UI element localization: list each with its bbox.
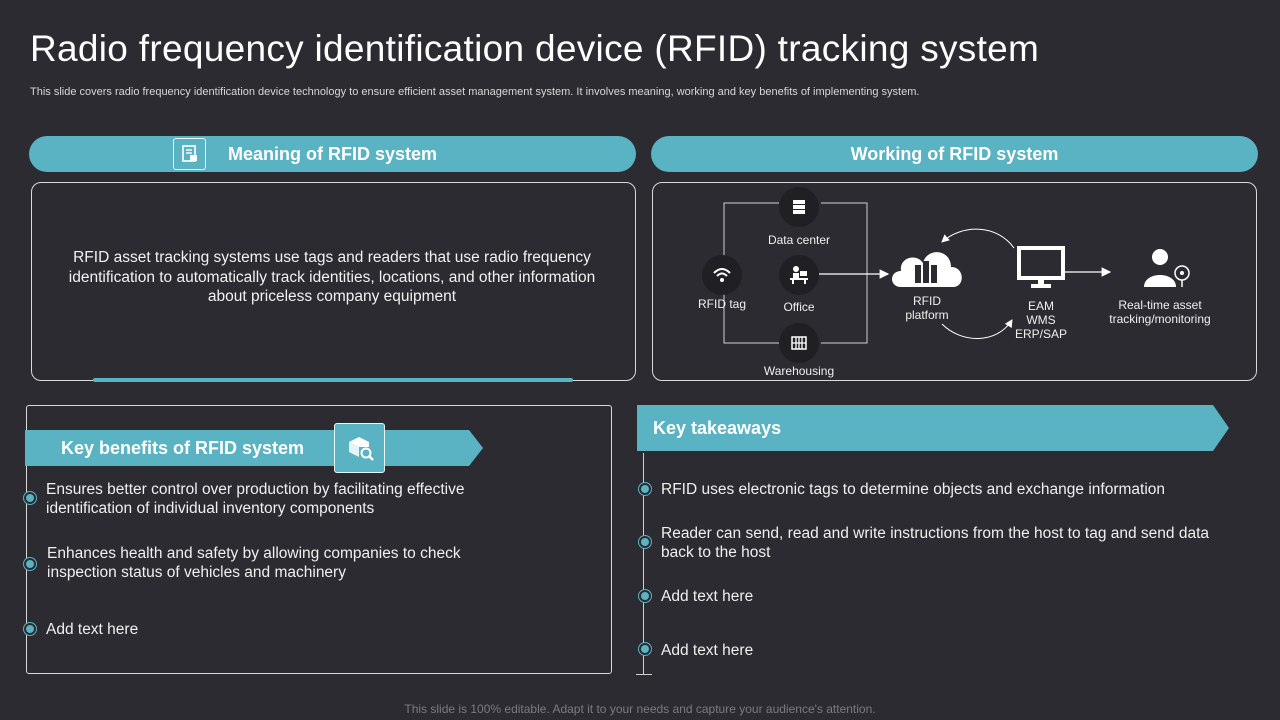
document-icon <box>173 138 206 170</box>
connector-right <box>821 202 868 344</box>
footer-note: This slide is 100% editable. Adapt it to… <box>404 702 876 716</box>
takeaway-item: Add text here <box>661 642 754 659</box>
arrow-curve-bottom <box>941 319 1013 339</box>
bullet-dot <box>639 590 651 602</box>
label-office: Office <box>783 300 815 314</box>
label-warehousing: Warehousing <box>763 364 835 378</box>
takeaways-timeline <box>643 453 644 675</box>
bullet-dot <box>639 483 651 495</box>
cloud-server-icon <box>887 241 967 291</box>
takeaways-banner <box>637 405 1229 451</box>
meaning-heading: Meaning of RFID system <box>227 143 438 164</box>
label-eam-line2: WMS <box>1026 313 1056 327</box>
benefit-item: Ensures better control over production b… <box>46 481 465 517</box>
benefit-item: Enhances health and safety by allowing c… <box>47 545 461 581</box>
label-eam-line1: EAM <box>1027 299 1054 313</box>
label-eam: EAM WMS ERP/SAP <box>991 299 1091 341</box>
label-realtime-line1: Real-time asset <box>1118 298 1202 312</box>
office-desk-icon <box>779 255 819 295</box>
meaning-header: Meaning of RFID system <box>29 136 636 172</box>
wifi-icon <box>702 255 742 295</box>
benefits-heading: Key benefits of RFID system <box>61 438 305 458</box>
takeaway-item: Reader can send, read and write instruct… <box>661 525 1209 561</box>
accent-underline <box>93 378 573 382</box>
label-eam-line3: ERP/SAP <box>1014 327 1068 341</box>
bullet-dot <box>24 558 36 570</box>
person-location-icon <box>1142 247 1194 291</box>
benefit-item: Add text here <box>46 621 139 638</box>
page-title: Radio frequency identification device (R… <box>30 28 1040 69</box>
timeline-end <box>636 674 652 675</box>
package-search-icon <box>334 423 385 473</box>
benefits-panel <box>26 405 612 674</box>
label-rfid-platform-line1: RFID <box>913 294 941 308</box>
bullet-dot <box>639 643 651 655</box>
arrow-curve-top <box>941 228 1015 249</box>
server-icon <box>779 187 819 227</box>
label-realtime-line2: tracking/monitoring <box>1109 312 1211 326</box>
monitor-icon <box>1017 246 1067 290</box>
warehouse-icon <box>779 323 819 363</box>
bullet-dot <box>639 536 651 548</box>
working-heading: Working of RFID system <box>850 143 1059 164</box>
working-panel <box>652 182 1257 381</box>
label-rfid-tag: RFID tag <box>697 297 746 311</box>
takeaway-item: RFID uses electronic tags to determine o… <box>661 481 1166 498</box>
takeaway-item: Add text here <box>661 588 754 605</box>
label-rfid-platform-line2: platform <box>905 308 949 322</box>
page-subtitle: This slide covers radio frequency identi… <box>30 86 920 98</box>
label-realtime: Real-time asset tracking/monitoring <box>1100 298 1220 326</box>
bullet-dot <box>24 492 36 504</box>
takeaways-heading: Key takeaways <box>653 418 782 438</box>
label-rfid-platform: RFID platform <box>877 294 977 322</box>
label-data-center: Data center <box>767 233 831 247</box>
working-header: Working of RFID system <box>651 136 1258 172</box>
bullet-dot <box>24 623 36 635</box>
meaning-text: RFID asset tracking systems use tags and… <box>68 249 596 305</box>
